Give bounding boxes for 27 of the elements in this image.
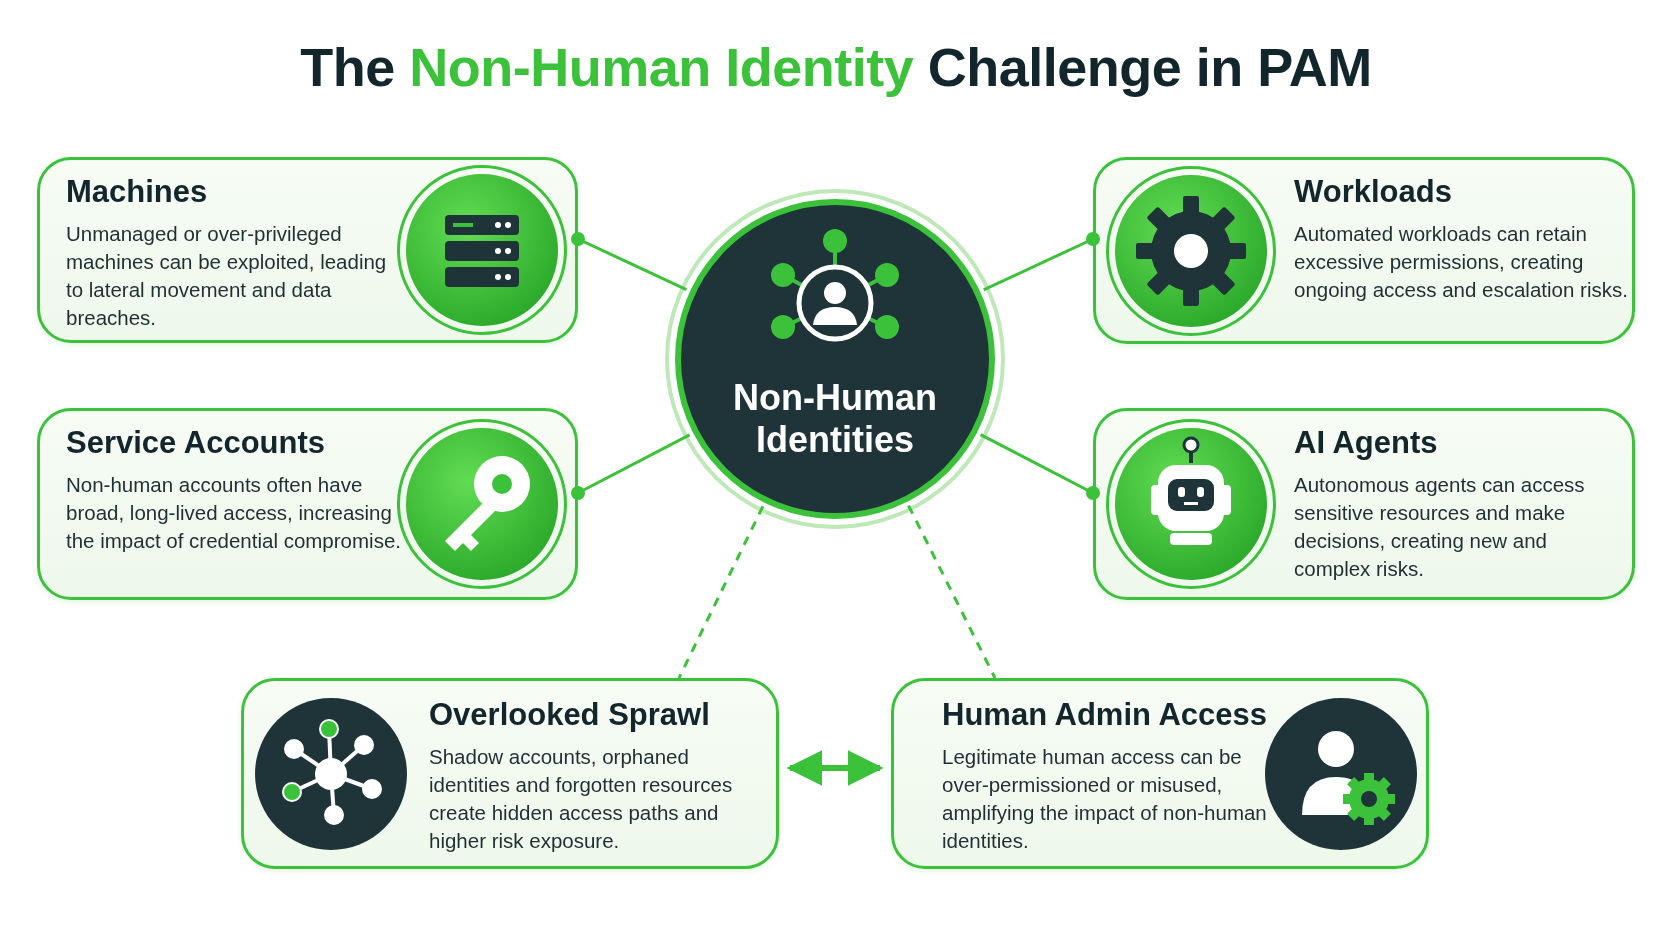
card-description: Automated workloads can retain excessive permissions, creating ongoing access and escalation risks. — [1294, 221, 1629, 303]
connector-line — [979, 433, 1100, 500]
info-card — [891, 678, 1429, 869]
card-description: Unmanaged or over-privileged machines can be exploited, leading to lateral movement and data breaches. — [66, 221, 388, 331]
card-description: Autonomous agents can access sensitive resources and make decisions, creating new and complex risks. — [1294, 472, 1586, 582]
info-card — [241, 678, 779, 869]
connector-line — [571, 433, 691, 500]
connector-line — [983, 232, 1100, 292]
info-card — [1093, 157, 1635, 344]
card-heading: AI Agents — [1294, 425, 1439, 461]
info-card — [1093, 408, 1635, 600]
connector-line — [907, 504, 997, 679]
title: The Non-Human Identity Challenge in PAM — [299, 36, 1373, 98]
info-card — [37, 408, 578, 600]
card-heading: Human Admin Access — [942, 697, 1268, 733]
connector-line — [677, 505, 765, 679]
card-heading: Machines — [66, 174, 209, 210]
card-heading: Workloads — [1294, 174, 1453, 210]
connector-line — [571, 232, 688, 291]
hub-label: Non-Human Identities — [732, 377, 938, 461]
card-heading: Service Accounts — [66, 425, 327, 461]
card-description: Shadow accounts, orphaned identities and forgotten resources create hidden access paths and higher risk exposure. — [429, 744, 734, 854]
info-card — [37, 157, 578, 343]
card-description: Non-human accounts often have broad, long-lived access, increasing the impact of credential compromise. — [66, 472, 401, 554]
card-heading: Overlooked Sprawl — [429, 697, 711, 733]
double-arrow — [786, 750, 884, 786]
card-description: Legitimate human access can be over-permissioned or misused, amplifying the impact of non-human identities. — [942, 744, 1268, 854]
